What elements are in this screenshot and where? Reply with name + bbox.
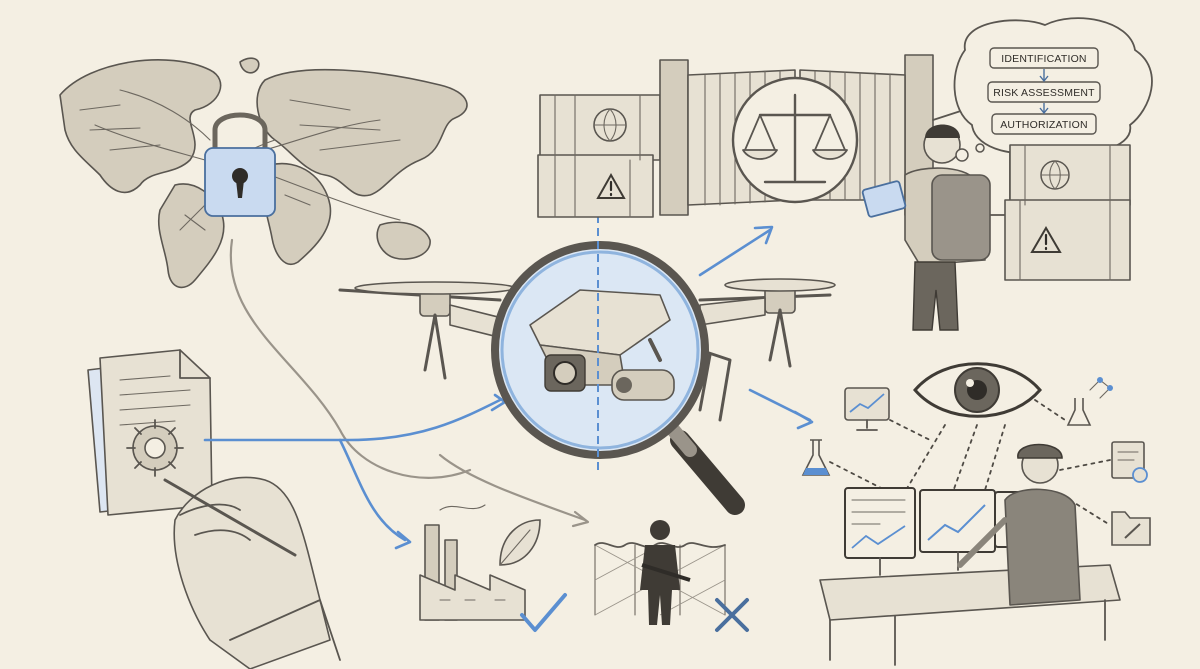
hand-with-pen (163, 476, 341, 669)
flowchart-thought-bubble: IDENTIFICATION RISK ASSESSMENT AUTHORIZA… (953, 17, 1153, 162)
flow-arrows (203, 225, 814, 550)
document-gear-small-icon (1111, 441, 1148, 483)
world-map (59, 57, 468, 289)
flask-icon (801, 439, 831, 476)
document-gear-icon (87, 349, 213, 516)
flow-step-identification: IDENTIFICATION (1001, 53, 1086, 65)
shipping-crate (1004, 144, 1131, 281)
magnifying-glass-icon (491, 215, 745, 515)
scales-of-justice-icon (731, 76, 859, 204)
flow-step-authorization: AUTHORIZATION (1000, 119, 1088, 131)
monitor-chart-icon (844, 387, 890, 431)
factory-icon (419, 504, 526, 621)
drone (338, 278, 836, 422)
shipping-crate (537, 94, 661, 218)
folder-wrench-icon (1111, 511, 1151, 546)
eye-icon (913, 362, 1042, 418)
leaf-icon (499, 519, 541, 566)
inspector-with-tablet (861, 124, 991, 331)
checkmark-icon (520, 593, 567, 632)
operator-at-workstation (819, 443, 1121, 666)
molecule-icon (1066, 377, 1113, 426)
soldier-behind-fence (594, 520, 726, 625)
flow-step-box (989, 47, 1099, 69)
cross-mark-icon (715, 598, 749, 632)
padlock-icon (204, 112, 276, 217)
flow-step-risk-assessment: RISK ASSESSMENT (993, 87, 1095, 99)
